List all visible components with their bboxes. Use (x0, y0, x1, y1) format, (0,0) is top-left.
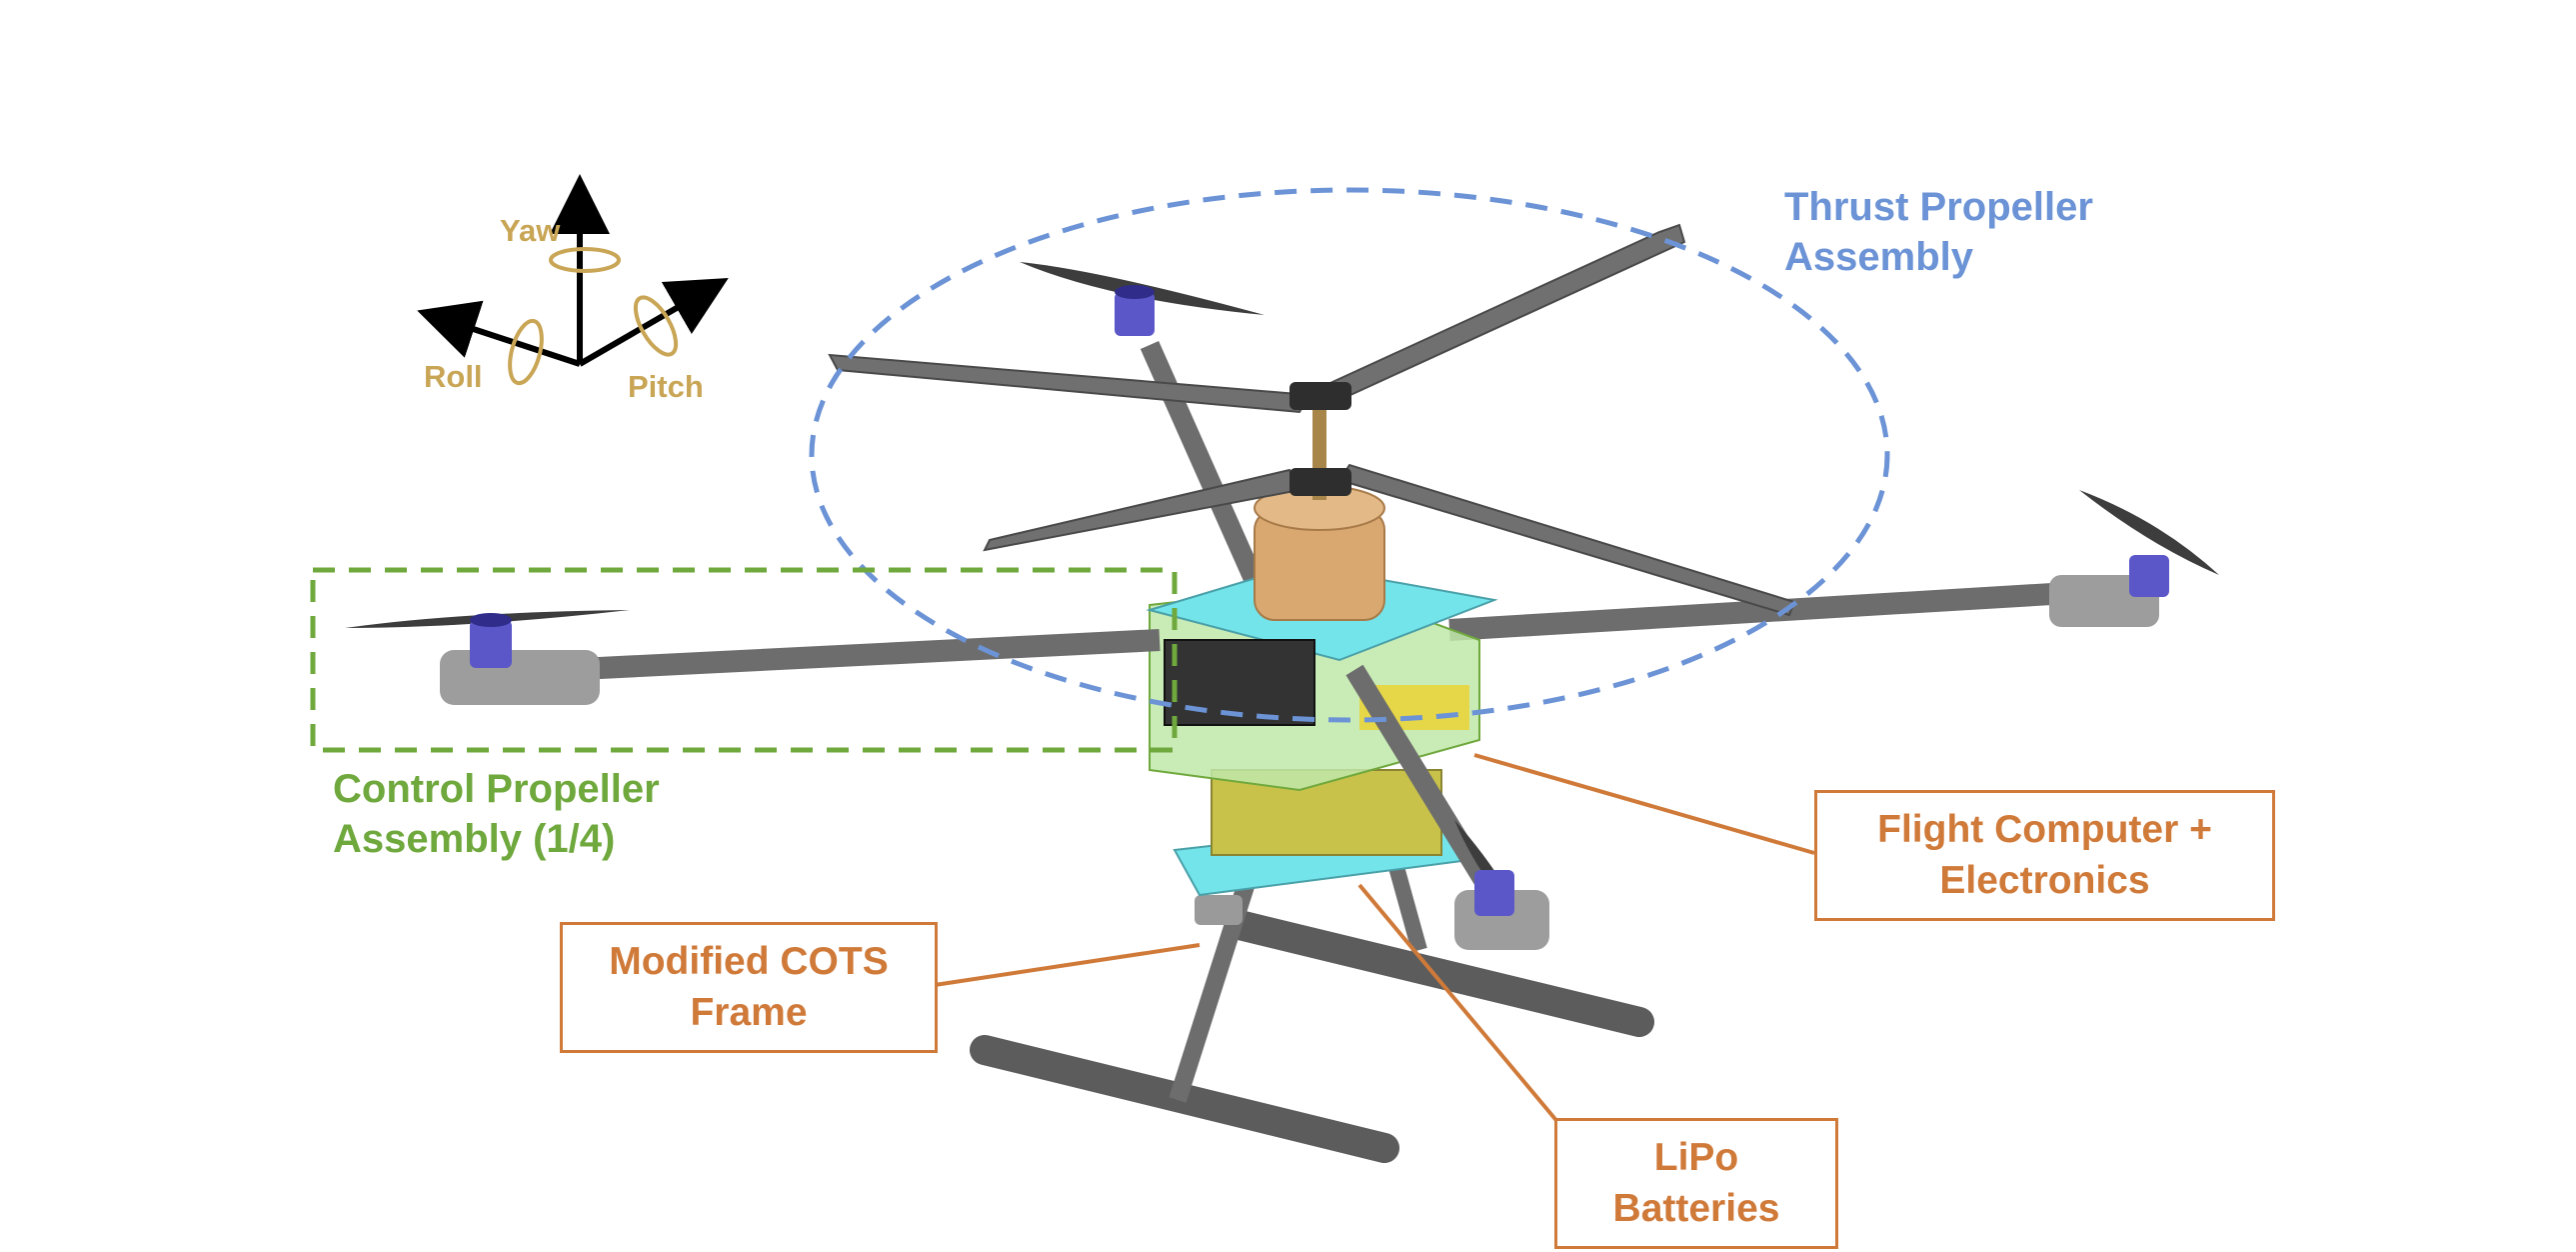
propeller-right (2049, 490, 2219, 627)
thrust-blade-upper-right (1316, 223, 1686, 402)
flight-computer-leader (1473, 753, 1815, 855)
yaw-label: Yaw (500, 213, 561, 248)
rear-leg (1386, 857, 1427, 953)
thrust-propeller-label: Thrust Propeller Assembly (1784, 182, 2093, 282)
roll-axis (417, 300, 581, 367)
thrust-label-line1: Thrust Propeller (1784, 185, 2093, 229)
leg-clamp (1195, 895, 1243, 925)
thrust-propeller (828, 223, 1796, 617)
lipo-leader (1357, 883, 1566, 1132)
lipo-callout-line2: Batteries (1612, 1186, 1780, 1230)
yaw-rotation-arrow (549, 247, 621, 273)
frame-arms-front (559, 629, 1498, 896)
propeller-left (345, 610, 630, 705)
roll-label: Roll (424, 359, 483, 394)
pitch-rotation-arrow (633, 295, 679, 357)
frame-leader (934, 943, 1201, 987)
frame-callout: Modified COTS Frame (560, 922, 938, 1053)
control-label-line1: Control Propeller (333, 767, 660, 811)
thrust-blade-upper-left (828, 353, 1311, 414)
propeller-front-right (1454, 820, 1549, 950)
control-label-line2: Assembly (1/4) (333, 817, 616, 861)
flight-callout-line1: Flight Computer + (1877, 807, 2212, 851)
body-assembly (1146, 400, 1498, 897)
frame-callout-line2: Frame (690, 990, 808, 1034)
rear-skid (1225, 910, 1654, 1037)
thrust-assembly-outline (809, 187, 1890, 723)
flight-callout-line2: Electronics (1939, 858, 2150, 902)
flight-computer-board (1164, 639, 1315, 726)
thrust-label-line2: Assembly (1784, 235, 1973, 279)
control-assembly-outline (310, 567, 1178, 753)
axis-triad (417, 174, 729, 386)
flight-computer-callout: Flight Computer + Electronics (1814, 790, 2275, 921)
arm-front-right (1345, 664, 1498, 896)
pitch-axis (578, 277, 729, 367)
lipo-callout: LiPo Batteries (1554, 1118, 1838, 1249)
thrust-hub-upper (1289, 382, 1351, 410)
roll-rotation-arrow (508, 318, 544, 386)
lipo-callout-line1: LiPo (1653, 1135, 1739, 1179)
arm-left (559, 629, 1161, 681)
control-propeller-label: Control Propeller Assembly (1/4) (333, 764, 660, 864)
pitch-label: Pitch (628, 369, 704, 404)
landing-gear (970, 857, 1654, 1163)
thrust-hub-lower (1289, 468, 1351, 496)
propeller-back-left (1020, 262, 1265, 336)
frame-callout-line1: Modified COTS (609, 939, 889, 983)
thrust-blade-lower-left (983, 468, 1301, 552)
